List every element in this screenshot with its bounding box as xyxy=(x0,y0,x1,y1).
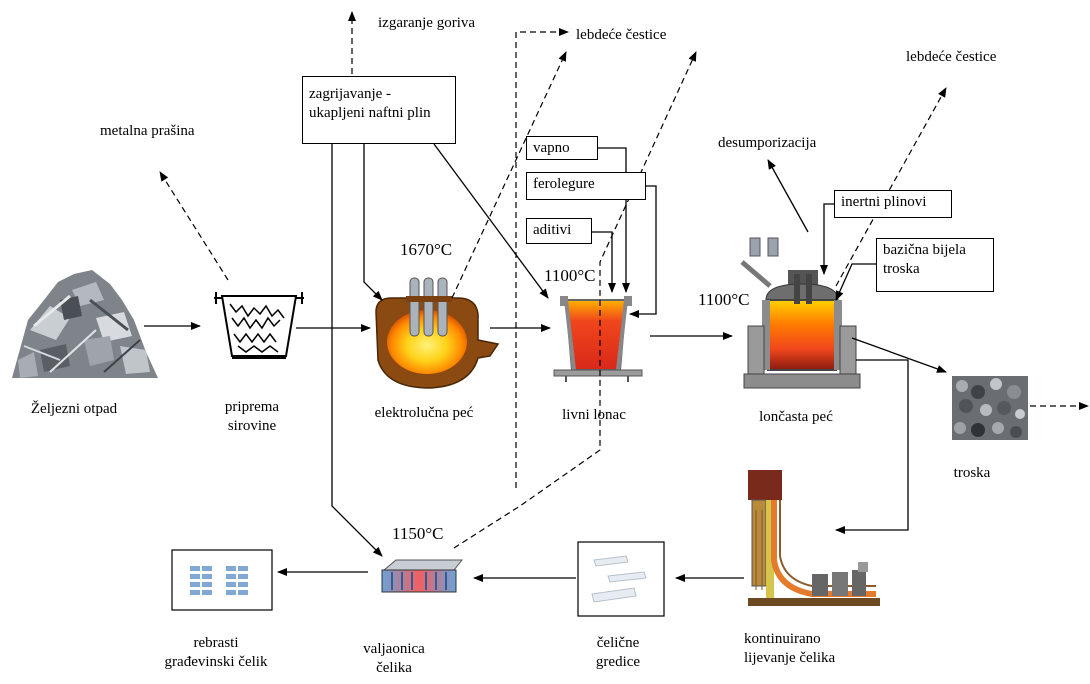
additives-box: aditivi xyxy=(526,218,592,244)
desulfurization-label: desumporizacija xyxy=(718,135,817,151)
metal-dust-label: metalna prašina xyxy=(100,123,195,139)
lime-box: vapno xyxy=(526,136,598,160)
ladle-furnace-temperature: 1100°C xyxy=(698,290,750,309)
electric-arc-furnace-image xyxy=(375,277,500,389)
ladle-furnace-image xyxy=(740,237,861,389)
eaf-temperature: 1670°C xyxy=(400,240,453,259)
continuous-casting-image xyxy=(748,470,880,606)
floating-particles-label-1: lebdeće čestice xyxy=(576,27,667,43)
raw-material-bucket-image xyxy=(214,292,304,359)
inert-gases-box: inertni plinovi xyxy=(834,190,952,218)
scrap-label: Željezni otpad xyxy=(30,401,118,417)
slag-gravel-image xyxy=(952,376,1028,440)
eaf-label: elektrolučna peć xyxy=(374,405,474,421)
mill-temperature: 1150°C xyxy=(392,524,444,543)
ladle-furnace-label: lončasta peć xyxy=(759,409,833,425)
fuel-combustion-label: izgaranje goriva xyxy=(378,15,476,31)
casting-ladle-image xyxy=(553,296,643,382)
rolling-mill-image xyxy=(381,559,464,593)
steel-billets-image xyxy=(577,541,665,617)
heating-lpg-box: zagrijavanje -ukapljeni naftni plin xyxy=(302,76,456,144)
ladle-label: livni lonac xyxy=(562,407,626,423)
flow-arrows xyxy=(144,143,947,582)
slag-label: troska xyxy=(953,465,991,481)
rebar-image xyxy=(171,549,273,611)
floating-particles-label-2: lebdeće čestice xyxy=(906,49,997,65)
ladle-temperature: 1100°C xyxy=(544,266,596,285)
scrap-pile-image xyxy=(12,270,158,378)
ferroalloys-box: ferolegure xyxy=(526,172,646,200)
